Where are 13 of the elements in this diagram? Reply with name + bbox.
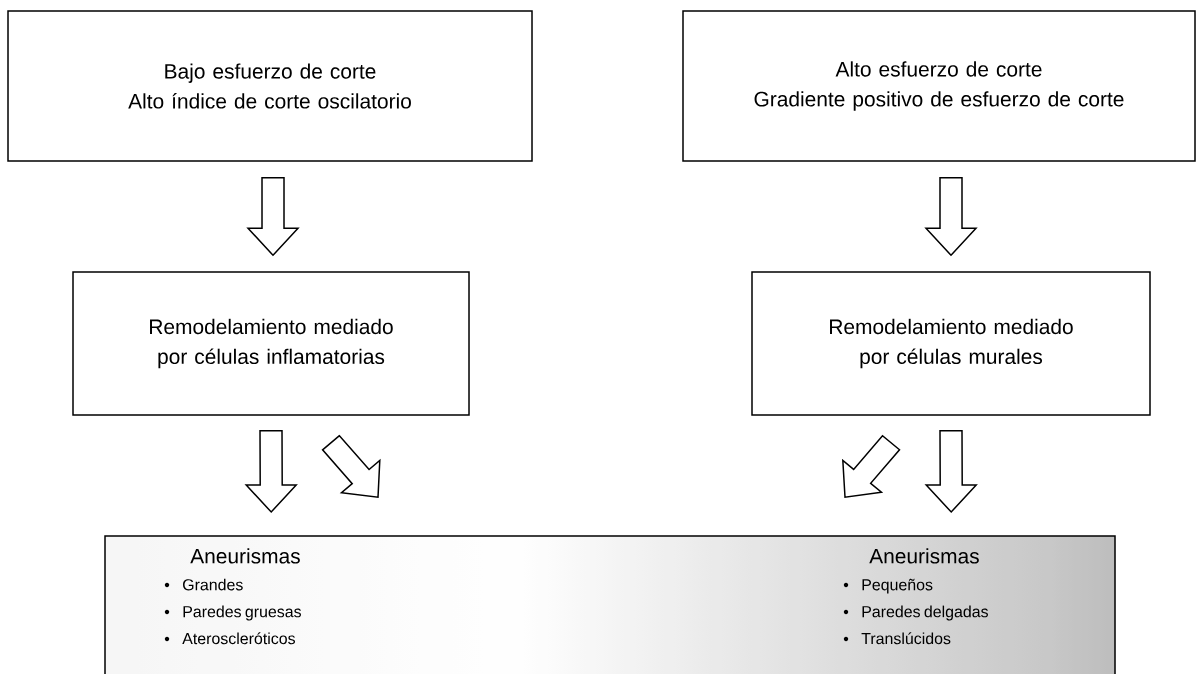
text-box: Alto esfuerzo de corte Gradiente positivo de esfuerzo de corte	[682, 10, 1196, 162]
block-arrow	[924, 177, 978, 257]
block-arrow	[841, 434, 901, 499]
block-arrow	[924, 430, 978, 514]
text-box: Bajo esfuerzo de corte Alto índice de corte oscilatorio	[7, 10, 533, 162]
text-box: Remodelamiento mediado por células murales	[751, 271, 1151, 416]
block-arrow	[246, 177, 300, 257]
text-box: Remodelamiento mediado por células inflamatorias	[72, 271, 470, 416]
block-arrow	[244, 430, 298, 514]
text-list: Aneurismas Pequeños Paredes delgadas Translúcidos	[861, 548, 988, 645]
block-arrow	[321, 434, 381, 499]
gradient-band	[104, 535, 1116, 674]
text-list: Aneurismas Grandes Paredes gruesas Ateroscleróticos	[182, 548, 301, 645]
